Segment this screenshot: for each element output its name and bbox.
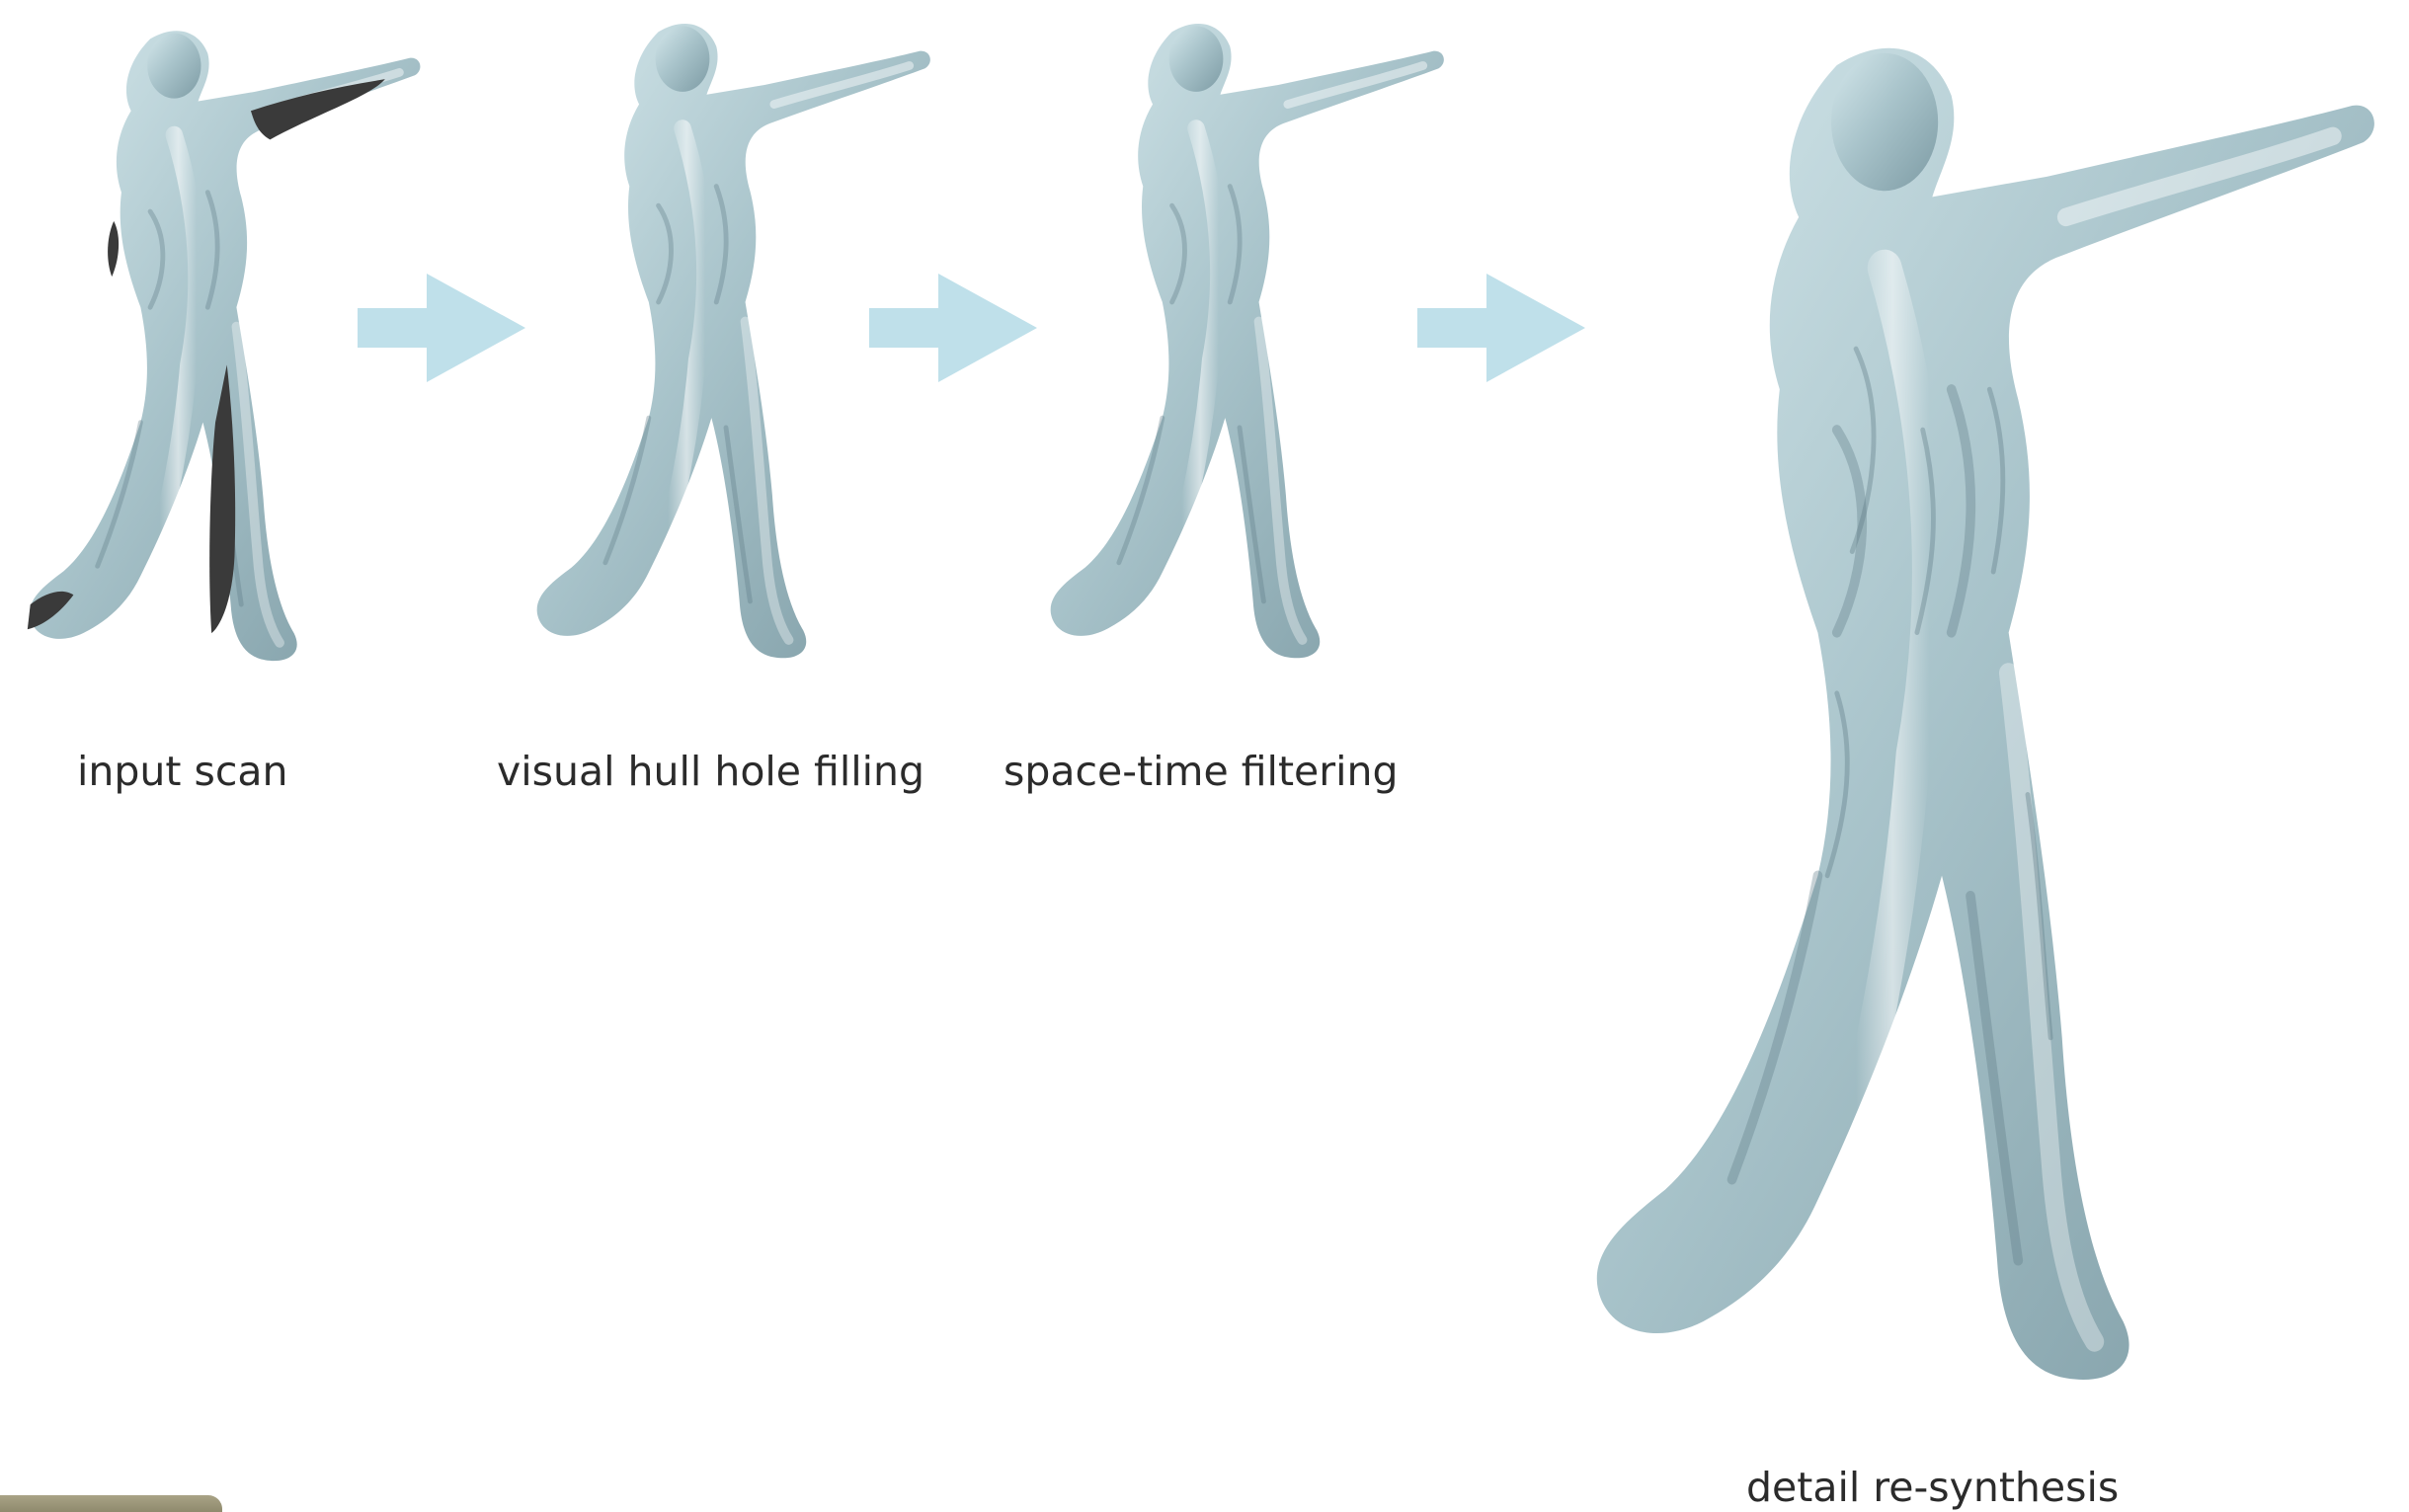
- scan-hole-side: [108, 221, 119, 277]
- caption-space-time-filtering: space-time filtering: [1004, 748, 1399, 795]
- arrow-right-icon: [358, 274, 525, 382]
- caption-hole-filling: visual hull hole filling: [497, 748, 924, 795]
- caption-input-scan: input scan: [77, 748, 288, 795]
- resynthesized-figure: [1551, 25, 2390, 1402]
- caption-detail-resynthesis: detail re-synthesis: [1746, 1464, 2119, 1511]
- corner-tab: [0, 1495, 222, 1512]
- arrow-right-icon: [869, 274, 1037, 382]
- filtered-figure: [1027, 10, 1452, 672]
